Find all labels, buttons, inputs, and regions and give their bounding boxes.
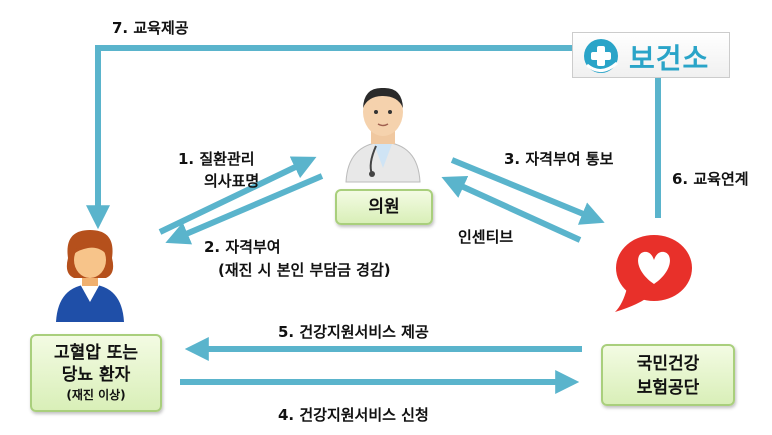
label-notify: 3. 자격부여 통보 xyxy=(504,150,614,168)
label-service-apply: 4. 건강지원서비스 신청 xyxy=(278,406,429,424)
label-intent-line1: 1. 질환관리 xyxy=(178,150,255,168)
patient-label-line2: 당뇨 환자 xyxy=(61,365,131,385)
doctor-icon xyxy=(345,87,421,183)
clinic-box: 의원 xyxy=(335,189,433,225)
arrow-education-provide xyxy=(86,45,572,230)
nhis-label-line1: 국민건강 xyxy=(636,354,700,374)
arrow-incentive xyxy=(441,176,582,243)
label-eligibility-line2: (재진 시 본인 부담금 경감) xyxy=(218,261,391,279)
public-health-center-logo: 보건소 xyxy=(572,32,730,78)
clinic-label: 의원 xyxy=(368,197,400,217)
health-cross-icon xyxy=(584,39,618,73)
patient-box: 고혈압 또는 당뇨 환자 (재진 이상) xyxy=(30,334,162,412)
label-incentive: 인센티브 xyxy=(458,228,514,246)
patient-icon xyxy=(56,230,124,322)
patient-label-line1: 고혈압 또는 xyxy=(53,343,139,363)
arrow-intent xyxy=(158,156,317,235)
nhis-label-line2: 보험공단 xyxy=(636,378,700,398)
patient-label-line3: (재진 이상) xyxy=(66,388,126,402)
arrow-eligibility xyxy=(165,173,324,245)
label-education-link: 6. 교육연계 xyxy=(672,170,749,188)
nhis-logo-icon xyxy=(615,235,692,312)
label-education-provide: 7. 교육제공 xyxy=(112,19,189,37)
label-intent-line2: 의사표명 xyxy=(204,172,260,190)
logo-text: 보건소 xyxy=(629,42,710,75)
nhis-box: 국민건강 보험공단 xyxy=(601,344,735,406)
label-eligibility-line1: 2. 자격부여 xyxy=(204,238,281,256)
arrow-notify xyxy=(450,157,605,225)
label-service-provide: 5. 건강지원서비스 제공 xyxy=(278,323,429,341)
